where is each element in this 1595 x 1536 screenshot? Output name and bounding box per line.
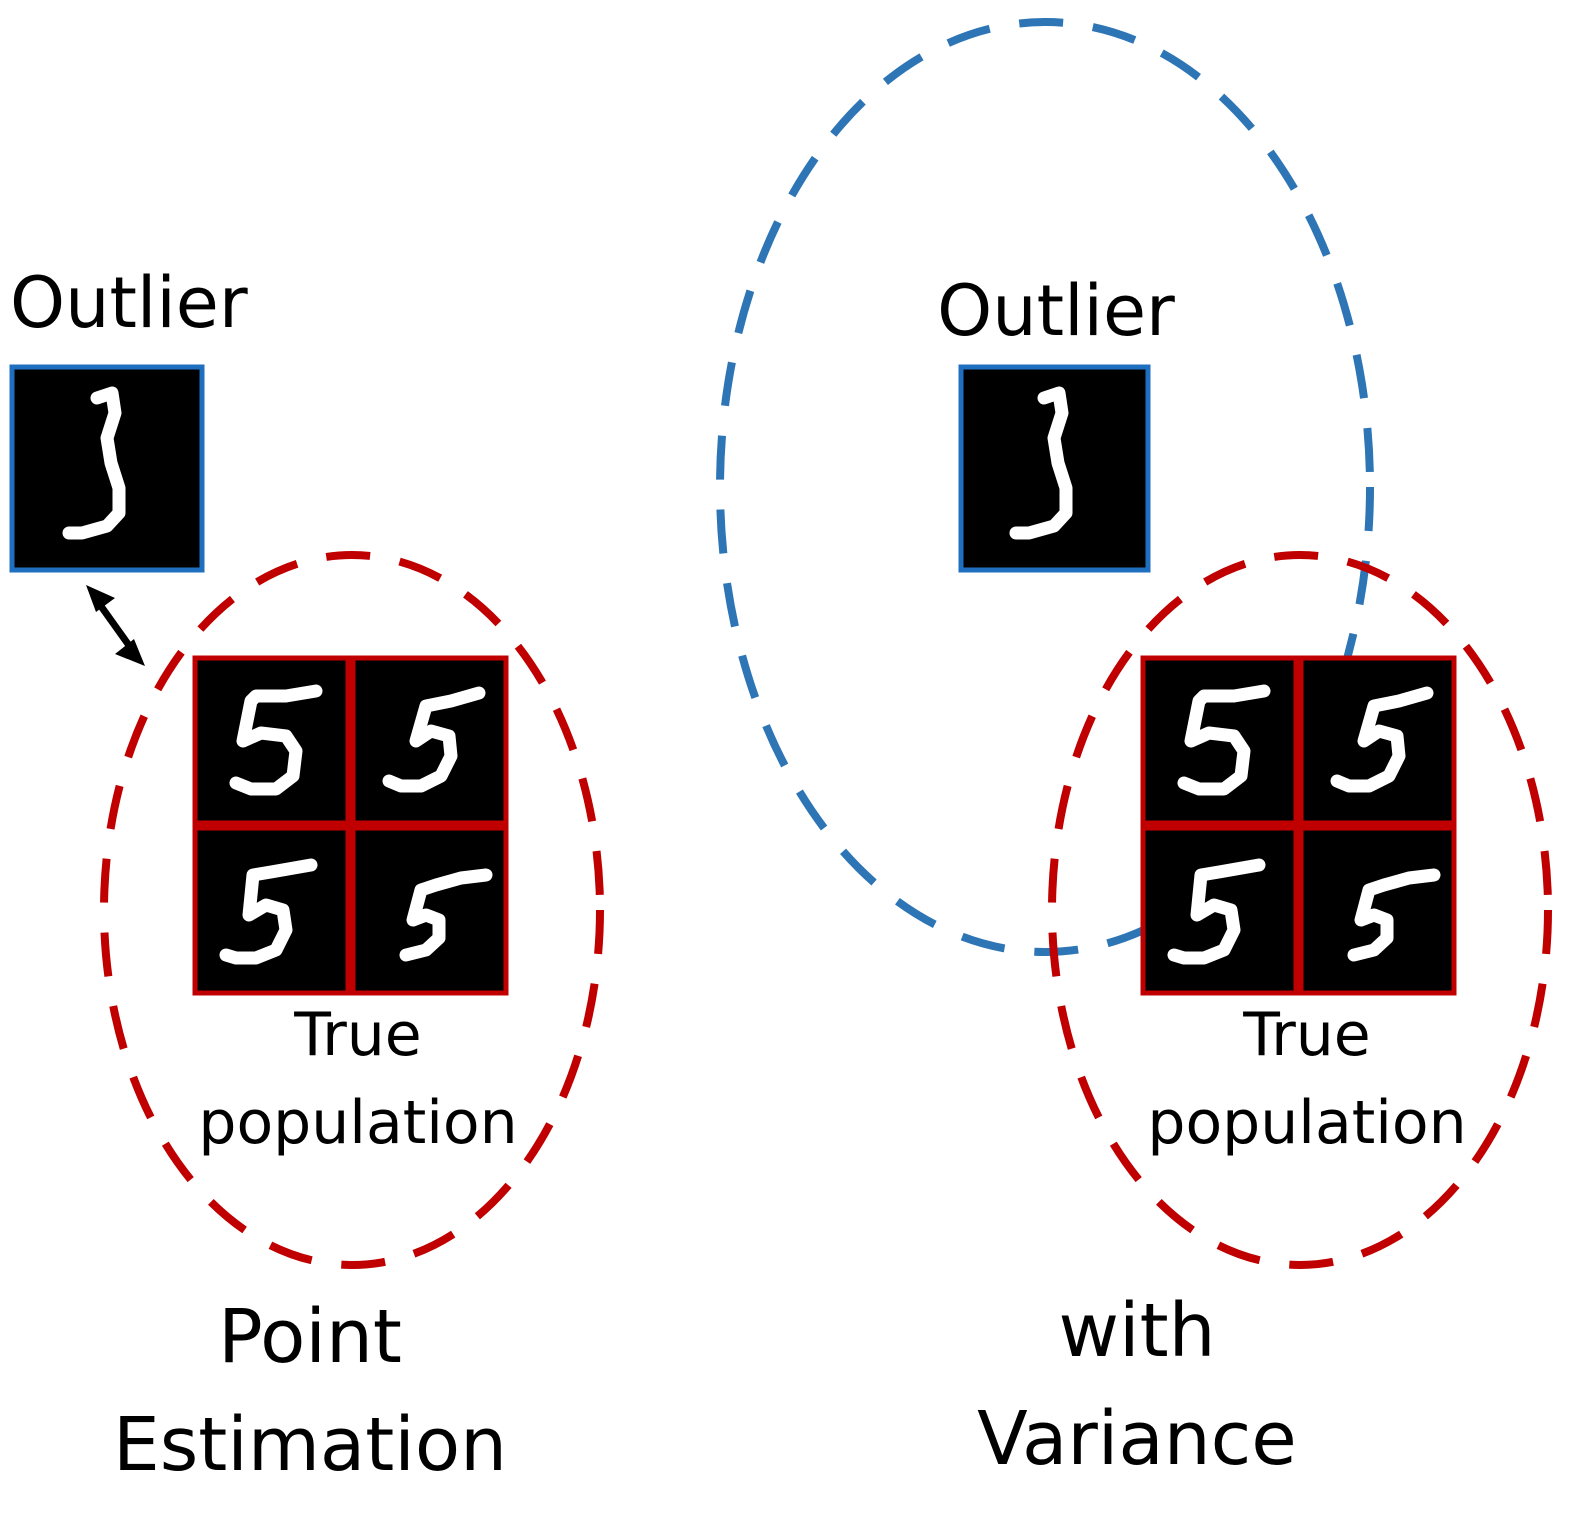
left-outlier-image-tile [12,367,202,570]
right-panel-with-variance: Outlier T [720,22,1548,1482]
right-caption-line1: with [1059,1288,1216,1374]
right-population-label-line1: True [1242,1000,1370,1070]
right-population-tile [1301,658,1454,823]
left-outlier-label: Outlier [10,262,248,344]
left-population-label-line1: True [293,1000,421,1070]
left-caption-line2: Estimation [113,1402,507,1488]
right-population-tile [1301,828,1454,993]
right-outlier-label: Outlier [937,270,1175,352]
left-panel-point-estimation: Outlier [10,262,600,1488]
right-population-tile [1143,828,1296,993]
right-population-tile [1143,658,1296,823]
right-caption-line2: Variance [977,1396,1297,1482]
left-caption-line1: Point [218,1294,402,1380]
left-population-grid [195,658,506,993]
right-outlier-image-tile [961,367,1148,570]
left-population-label-line2: population [198,1088,517,1158]
left-population-tile [353,828,506,993]
distance-arrow-icon [86,585,145,666]
right-population-label-line2: population [1147,1088,1466,1158]
right-population-grid [1143,658,1454,993]
left-population-tile [353,658,506,823]
left-population-tile [195,658,348,823]
left-population-tile [195,828,348,993]
